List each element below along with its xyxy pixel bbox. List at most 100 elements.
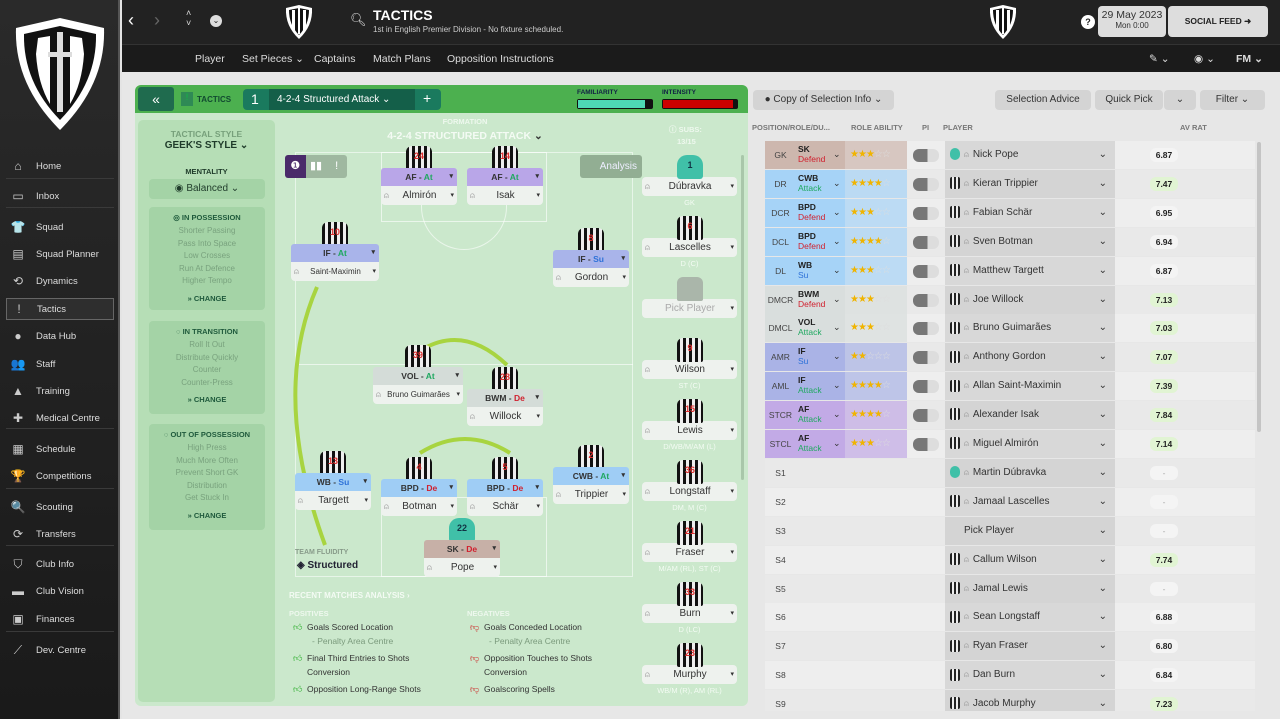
social-feed-button[interactable]: SOCIAL FEED ➜ [1168, 6, 1268, 37]
filter-dropdown[interactable]: Filter ⌄ [1200, 90, 1265, 110]
player-selector[interactable]: ⍝Bruno Guimarães⌄ [945, 314, 1115, 343]
player-instructions-toggle[interactable] [913, 438, 939, 451]
role-duty-selector[interactable]: IF - Su▾ [553, 250, 629, 268]
sidebar-item-tactics[interactable]: !Tactics [6, 298, 114, 320]
player-selector[interactable]: ⍝Sven Botman⌄ [945, 227, 1115, 256]
sub-slot[interactable]: Pick Player▾ [642, 277, 737, 318]
sidebar-item-home[interactable]: ⌂Home [6, 155, 114, 177]
sub-player-selector[interactable]: ⍝Burn▾ [642, 604, 737, 623]
player-selector[interactable]: ⍝Anthony Gordon⌄ [945, 343, 1115, 372]
positive-item[interactable]: 👍︎Goals Scored Location [293, 620, 453, 634]
sidebar-item-inbox[interactable]: ▭Inbox [6, 185, 114, 207]
player-instructions-toggle[interactable] [913, 380, 939, 394]
view-dropdown[interactable]: ● Copy of Selection Info ⌄ [753, 90, 894, 110]
column-header-av-rat[interactable]: AV RAT [1180, 123, 1207, 132]
sidebar-item-finances[interactable]: ▣Finances [6, 608, 114, 630]
role-duty-selector[interactable]: VOL - At▾ [373, 367, 463, 385]
sub-slot[interactable]: 36⍝Longstaff▾DM, M (C) [642, 460, 737, 512]
player-selector[interactable]: ⍝Almirón▾ [381, 186, 457, 205]
player-selector[interactable]: ⍝Allan Saint-Maximin⌄ [945, 372, 1115, 401]
sub-slot[interactable]: 9⍝Wilson▾ST (C) [642, 338, 737, 390]
player-instructions-toggle[interactable] [913, 322, 939, 336]
column-header-player[interactable]: PLAYER [943, 123, 973, 132]
role-duty-selector[interactable]: AF - At▾ [381, 168, 457, 186]
role-duty-selector[interactable]: AF - At▾ [467, 168, 543, 186]
player-selector[interactable]: ⍝Bruno Guimarães▾ [373, 385, 463, 404]
table-row[interactable]: S4⍝Callum Wilson⌄7.74 [765, 545, 1255, 574]
player-selector[interactable]: ⍝Miguel Almirón⌄ [945, 430, 1115, 458]
in-possession-change-button[interactable]: » CHANGE [187, 293, 227, 303]
player-selector[interactable]: ⍝Targett▾ [295, 491, 371, 510]
sidebar-item-dynamics[interactable]: ⟲Dynamics [6, 270, 114, 292]
selection-advice-button[interactable]: Selection Advice [995, 90, 1091, 110]
table-row[interactable]: S5⍝Jamal Lewis⌄- [765, 574, 1255, 603]
sidebar-item-competitions[interactable]: 🏆Competitions [6, 465, 114, 487]
sidebar-item-club-info[interactable]: ⛉Club Info [6, 553, 114, 575]
tactic-name-dropdown[interactable]: 4-2-4 Structured Attack ⌄ [269, 89, 415, 110]
column-header-role-ability[interactable]: ROLE ABILITY [851, 123, 903, 132]
role-duty-selector[interactable]: BPD - De▾ [381, 479, 457, 497]
sub-slot[interactable]: 15⍝Lewis▾D/WB/M/AM (L) [642, 399, 737, 451]
sub-slot[interactable]: 23⍝Murphy▾WB/M (R), AM (RL) [642, 643, 737, 695]
forward-icon[interactable]: › [154, 10, 160, 30]
positive-item[interactable]: 👍︎Final Third Entries to Shots Conversio… [293, 651, 453, 679]
fm-menu[interactable]: FM ⌄ [1236, 53, 1263, 65]
player-selector[interactable]: ⍝Trippier▾ [553, 485, 629, 504]
table-row[interactable]: S1⍝Martin Dúbravka⌄- [765, 458, 1255, 487]
sidebar-item-transfers[interactable]: ⟳Transfers [6, 523, 114, 545]
player-selector[interactable]: ⍝Schär▾ [467, 497, 543, 516]
sidebar-item-data-hub[interactable]: ●Data Hub [6, 325, 114, 347]
sub-player-selector[interactable]: ⍝Longstaff▾ [642, 482, 737, 501]
player-selector[interactable]: ⍝Sean Longstaff⌄ [945, 603, 1115, 632]
positive-item[interactable]: 👍︎Opposition Long-Range Shots [293, 682, 453, 696]
out-of-possession-change-button[interactable]: » CHANGE [187, 510, 227, 520]
tactical-style-dropdown[interactable]: GEEK'S STYLE ⌄ [164, 140, 249, 151]
sidebar-item-staff[interactable]: 👥Staff [6, 353, 114, 375]
player-selector[interactable]: ⍝Saint-Maximin▾ [291, 262, 379, 281]
player-selector[interactable]: ⍝Botman▾ [381, 497, 457, 516]
player-selector[interactable]: Pick Player⌄ [945, 516, 1115, 545]
sub-slot[interactable]: 33⍝Burn▾D (LC) [642, 582, 737, 634]
subnav-match-plans[interactable]: Match Plans [373, 53, 431, 65]
table-row[interactable]: S6⍝Sean Longstaff⌄6.88 [765, 603, 1255, 632]
role-duty-selector[interactable]: BPD - De▾ [467, 479, 543, 497]
sub-player-selector[interactable]: ⍝Wilson▾ [642, 360, 737, 379]
role-duty-selector[interactable]: WB - Su▾ [295, 473, 371, 491]
sidebar-item-training[interactable]: ▲Training [6, 380, 114, 402]
add-tactic-button[interactable]: + [423, 90, 432, 106]
negative-item[interactable]: 👎︎Opposition Touches to Shots Conversion [470, 651, 625, 679]
sidebar-item-squad-planner[interactable]: ▤Squad Planner [6, 243, 114, 265]
player-selector[interactable]: ⍝Kieran Trippier⌄ [945, 169, 1115, 198]
chevron-down-icon[interactable]: ⌄ [210, 15, 222, 27]
subnav-set-pieces[interactable]: Set Pieces ⌄ [242, 53, 304, 65]
player-instructions-toggle[interactable] [913, 351, 939, 365]
subnav-captains[interactable]: Captains [314, 53, 356, 65]
table-row[interactable]: S8⍝Dan Burn⌄6.84 [765, 661, 1255, 690]
player-instructions-toggle[interactable] [913, 409, 939, 423]
role-duty-selector[interactable]: CWB - At▾ [553, 467, 629, 485]
subnav-opposition-instructions[interactable]: Opposition Instructions [447, 53, 554, 65]
subs-scrollbar[interactable] [741, 155, 744, 480]
sidebar-item-scouting[interactable]: 🔍Scouting [6, 496, 114, 518]
